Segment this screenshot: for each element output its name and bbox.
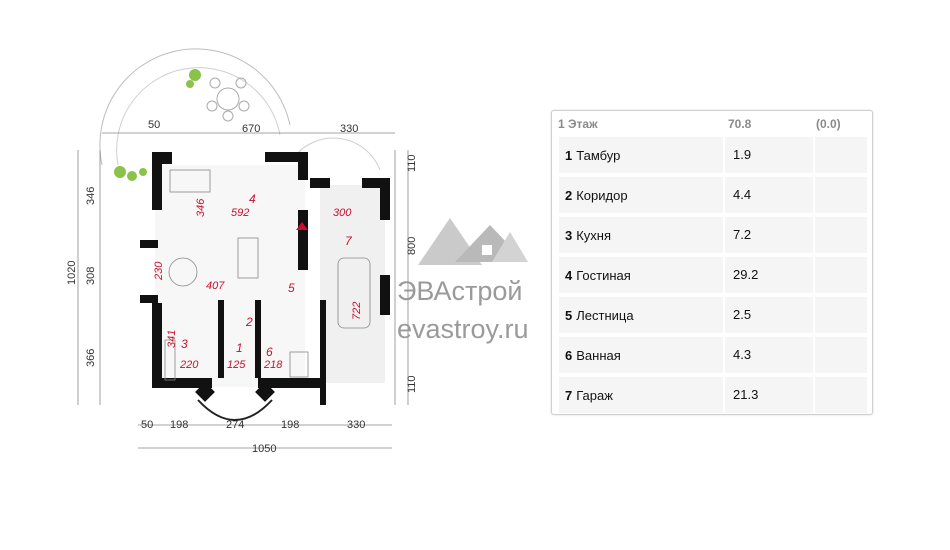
dim-bottom-total: 1050 [252,443,276,455]
room-number: 4 [565,267,573,283]
watermark-url: evastroy.ru [397,314,529,344]
room-area: 2.5 [723,297,813,333]
room-6-label: 6 [266,345,273,359]
room-3-dim-a: 341 [166,330,178,348]
terrace-inner [116,67,281,166]
dim-left-1: 346 [85,187,97,205]
room-7-dim-b: 722 [351,302,363,320]
room-area: 21.3 [723,377,813,413]
room-2-label: 2 [245,315,253,329]
dim-bottom-3: 274 [226,419,244,431]
room-number: 1 [565,147,573,163]
room-area: 1.9 [723,137,813,173]
room-area: 29.2 [723,257,813,293]
room-number: 3 [565,227,573,243]
dim-top-1: 50 [148,119,160,131]
logo-icon [418,218,528,265]
room-number: 2 [565,187,573,203]
dim-left-2: 308 [85,267,97,285]
room-5-label: 5 [288,281,295,295]
garage-fill [320,185,385,383]
dim-left-total: 1020 [66,261,78,285]
room-4-dim-c: 230 [153,261,165,281]
room-name: Тамбур [576,147,621,163]
room-area: 4.4 [723,177,813,213]
room-name: Гараж [576,387,613,403]
room-1-dim: 125 [227,359,246,371]
terrace-outline [99,48,291,166]
room-name: Ванная [576,347,621,363]
table-header: 1 Этаж 70.8 (0.0) [552,111,872,137]
dim-top-2: 670 [242,123,260,135]
room-number: 7 [565,387,573,403]
room-4-label: 4 [249,192,256,206]
room-4-dim-d: 407 [206,280,225,292]
dim-left-3: 366 [85,349,97,367]
room-name: Кухня [576,227,612,243]
floor-total-area: 70.8 [728,117,752,131]
dim-right-1: 110 [406,154,418,172]
dim-bottom-5: 330 [347,419,365,431]
room-3-label: 3 [181,337,188,351]
interior-fill [155,165,305,387]
room-6-dim: 218 [263,359,283,371]
room-4-dim-a: 346 [195,198,207,217]
terrace-furniture [206,77,250,122]
dim-bottom-4: 198 [281,419,299,431]
dimension-lines [77,132,409,449]
floor-label: 1 Этаж [558,117,598,131]
dim-top-3: 330 [340,123,358,135]
dim-bottom-2: 198 [170,419,188,431]
watermark-brand: ЭВАстрой [397,276,523,306]
room-7-label: 7 [345,234,353,248]
dim-right-3: 110 [406,375,418,393]
walls [140,152,390,405]
bay-window [197,399,273,421]
room-name: Лестница [576,307,634,323]
room-number: 6 [565,347,573,363]
room-1-label: 1 [236,341,243,355]
plant-icon [114,69,201,181]
fireplace-icon [296,222,308,230]
dim-right-2: 800 [406,237,418,255]
room-area: 4.3 [723,337,813,373]
garage-porch-outline [291,137,381,171]
room-4-dim-b: 592 [231,207,249,219]
floor-extra-area: (0.0) [816,117,841,131]
room-number: 5 [565,307,573,323]
furniture [164,169,371,381]
dim-bottom-1: 50 [141,419,153,431]
room-7-dim-a: 300 [333,207,352,219]
room-3-dim-b: 220 [179,359,199,371]
room-area: 7.2 [723,217,813,253]
room-name: Гостиная [576,267,631,283]
room-name: Коридор [576,187,628,203]
